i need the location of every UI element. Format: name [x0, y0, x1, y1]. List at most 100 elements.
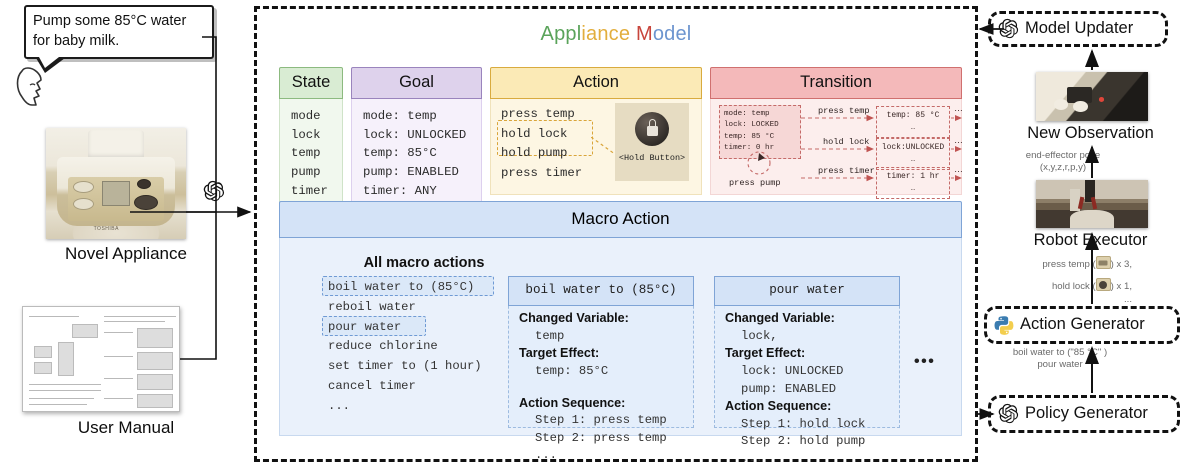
- action-generator-label: Action Generator: [1020, 315, 1145, 333]
- action-step: Step 2: hold pump: [741, 434, 866, 449]
- openai-logo-icon: [998, 403, 1019, 424]
- macro-detail-content: Changed Variable: temp Target Effect: te…: [509, 306, 693, 464]
- hold-button-caption: <Hold Button>: [618, 153, 686, 163]
- user-manual-caption: User Manual: [77, 418, 175, 437]
- action-step: Step 2: press temp: [535, 430, 667, 445]
- goal-item: pump: ENABLED: [363, 165, 459, 180]
- action-item: press timer: [501, 166, 583, 181]
- action-card: Action press temp hold lock hold pump pr…: [490, 67, 702, 195]
- python-logo-icon: [994, 315, 1014, 335]
- changed-variable-label: Changed Variable:: [725, 311, 835, 326]
- transition-edge-label: press timer: [818, 166, 875, 176]
- action-sequence-label: Action Sequence:: [519, 395, 626, 410]
- title-part-4: odel: [652, 23, 692, 45]
- action-note-1-prefix: press temp (: [1042, 259, 1096, 270]
- goal-item: lock: UNLOCKED: [363, 127, 467, 142]
- user-request-text: Pump some 85°C water for baby milk.: [33, 13, 187, 49]
- title-part-3: M: [630, 23, 653, 45]
- transition-trailing-dots: …: [954, 103, 963, 113]
- target-effect-label: Target Effect:: [519, 346, 600, 361]
- macro-detail-content: Changed Variable: lock, Target Effect: l…: [715, 306, 899, 468]
- goal-item: timer: ANY: [363, 183, 437, 198]
- action-step: Step 1: hold lock: [741, 416, 866, 431]
- macro-list-item: ...: [328, 398, 350, 413]
- user-speech-bubble: Pump some 85°C water for baby milk.: [24, 5, 214, 59]
- action-call-note-2: hold lock ( ) x 1,: [982, 278, 1132, 293]
- title-part-1: Appl: [540, 23, 582, 45]
- macro-action-header: Macro Action: [279, 201, 962, 238]
- macro-action-card: Macro Action All macro actions boil wate…: [279, 201, 962, 465]
- post-state-ellipsis: …: [910, 185, 916, 194]
- transition-post-state: timer: 1 hr …: [876, 167, 950, 200]
- goal-card-body: mode: temp lock: UNLOCKED temp: 85°C pum…: [351, 99, 482, 211]
- macro-list-item[interactable]: boil water to (85°C): [328, 280, 475, 294]
- appliance-model-panel: Appliance Model State mode lock temp pum…: [254, 6, 978, 465]
- state-item: lock: [291, 127, 321, 142]
- lock-button-icon: [635, 112, 669, 146]
- speech-bubble-tail: [36, 57, 65, 73]
- policy-output-note: boil water to ("85 °C" ) pour water: [980, 347, 1140, 372]
- action-sequence-label: Action Sequence:: [725, 398, 832, 413]
- macro-list-item[interactable]: reduce chlorine: [328, 339, 438, 354]
- user-manual-photo: [22, 306, 180, 412]
- action-note-1-suffix: ) x 3,: [1110, 259, 1132, 270]
- transition-card-header: Transition: [710, 67, 962, 99]
- macro-list-item[interactable]: pour water: [328, 319, 402, 334]
- policy-note-line2: pour water: [1037, 359, 1083, 371]
- macro-highlight-pour: [322, 316, 426, 336]
- model-updater-node[interactable]: Model Updater: [988, 11, 1168, 47]
- action-call-note-1: press temp ( ) x 3,: [982, 256, 1132, 271]
- novel-appliance-photo: TOSHIBA: [46, 128, 186, 239]
- action-card-header: Action: [490, 67, 702, 99]
- action-note-2-suffix: ) x 1,: [1110, 281, 1132, 292]
- state-item: mode: [291, 109, 321, 123]
- transition-card-body: mode: temp lock: LOCKED temp: 85 °C time…: [710, 99, 963, 200]
- post-state-ellipsis: …: [910, 156, 916, 165]
- action-call-note-3: ...: [1124, 294, 1132, 305]
- end-effector-note: end-effector pose (x,y,z,r,p,y): [988, 150, 1138, 175]
- all-macro-actions-title: All macro actions: [363, 255, 485, 271]
- transition-post-state: temp: 85 °C …: [876, 106, 950, 139]
- hold-button-thumbnail: <Hold Button>: [615, 103, 689, 181]
- model-updater-label: Model Updater: [1025, 19, 1134, 37]
- state-card-header: State: [279, 67, 343, 99]
- post-state-ellipsis: …: [910, 124, 916, 133]
- pre-state-item: lock: LOCKED: [724, 121, 779, 130]
- macro-detail-title: pour water: [714, 276, 900, 307]
- transition-edge-label: hold lock: [823, 137, 870, 147]
- changed-variable-value: temp: [535, 329, 565, 344]
- action-generator-node[interactable]: Action Generator: [984, 306, 1180, 344]
- target-effect-value: temp: 85°C: [535, 364, 609, 379]
- pre-state-item: temp: 85 °C: [724, 132, 775, 141]
- self-loop-label: press pump: [729, 178, 781, 188]
- transition-post-state: lock:UNLOCKED …: [876, 138, 950, 171]
- self-loop-arrow: [747, 151, 771, 175]
- policy-note-line1: boil water to ("85 °C" ): [1012, 347, 1108, 358]
- macro-list-item[interactable]: reboil water: [328, 299, 416, 314]
- action-note-2-prefix: hold lock (: [1051, 281, 1096, 292]
- pre-state-item: mode: temp: [724, 110, 770, 118]
- new-observation-photo: [1036, 72, 1148, 121]
- title-part-2: iance: [581, 23, 631, 45]
- state-item: pump: [291, 165, 321, 180]
- pre-state-item: timer: 0 hr: [724, 144, 775, 153]
- action-step: Step 1: press temp: [535, 413, 667, 428]
- robot-executor-photo: [1036, 180, 1148, 228]
- transition-trailing-dots: …: [954, 164, 963, 174]
- pipeline-arrows: [976, 23, 1099, 420]
- action-step: ...: [741, 451, 763, 466]
- transition-edge-label: press temp: [818, 106, 870, 116]
- policy-generator-node[interactable]: Policy Generator: [988, 395, 1180, 433]
- all-macro-actions-list: boil water to (85°C) reboil water pour w…: [328, 278, 482, 416]
- end-effector-note-line2: (x,y,z,r,p,y): [1039, 162, 1087, 174]
- post-state-text: temp: 85 °C: [886, 111, 940, 120]
- changed-variable-value: lock,: [741, 329, 778, 344]
- macro-action-body: All macro actions boil water to (85°C) r…: [279, 238, 962, 465]
- macro-list-item[interactable]: set timer to (1 hour): [328, 359, 482, 374]
- goal-item: temp: 85°C: [363, 146, 437, 161]
- action-card-body: press temp hold lock hold pump press tim…: [490, 99, 702, 195]
- state-card-body: mode lock temp pump timer: [279, 99, 343, 211]
- openai-logo-icon: [998, 18, 1019, 39]
- macro-list-item[interactable]: cancel timer: [328, 378, 416, 393]
- lock-button-icon: [1095, 278, 1111, 291]
